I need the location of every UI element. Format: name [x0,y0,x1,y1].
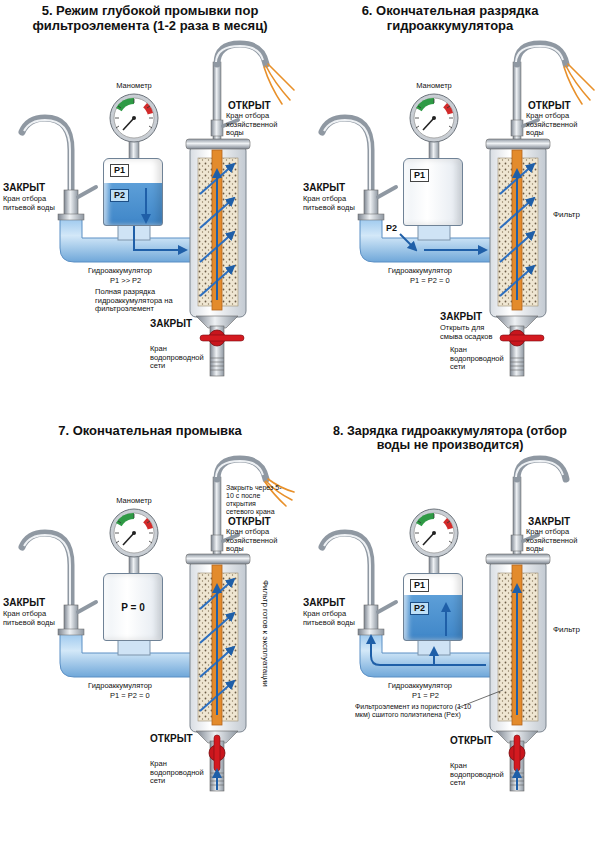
accumulator-body: P1P2 [403,573,463,641]
flow-arrow [516,585,518,715]
state-label: ОТКРЫТ [228,516,288,528]
note-label: Открыть для смыва осадков [440,324,502,341]
flow-arrow [371,636,486,665]
state-label: ОТКРЫТ [450,735,506,747]
tap-label: Кран водопроводной сети [150,345,206,371]
pressure-text: P1 [110,164,129,177]
flow-arrow [433,648,435,665]
flow-arrow [424,249,486,251]
state-label: ЗАКРЫТ [440,311,500,323]
state-label: ЗАКРЫТ [150,318,206,330]
water-stream [564,67,582,104]
water-stream [264,67,282,104]
state-label: ЗАКРЫТ [3,597,63,609]
state-label: ОТКРЫТ [528,100,588,112]
flow-arrows [200,579,234,711]
pressure-label: P1 = P2 = 0 [110,692,170,701]
flow-arrows [200,164,234,296]
accumulator-body: P1P2 [103,158,163,226]
filter-assembly [22,44,266,376]
part-label: Гидроаккумулятор [388,682,478,691]
tap-label: Кран водопроводной сети [450,762,506,788]
pressure-text: P1 [410,169,429,182]
tap-label: Кран отбора питьевой воды [3,195,65,212]
valve-lever [200,335,244,341]
accumulator-body: P1 [403,158,463,226]
flow-arrows [500,164,534,296]
state-label: ЗАКРЫТ [303,597,363,609]
part-label: Фильтр [553,210,593,219]
valve-lever [500,335,544,341]
panel-title: 7. Окончательная промывка [25,424,275,439]
note-label: Фильтроэлемент из пористого (1-10 мкм) с… [355,703,475,719]
pressure-text: P2 [410,602,429,615]
valve-lever [514,735,520,771]
state-label: ЗАКРЫТ [303,182,363,194]
flow-arrow [216,585,218,715]
tap-label: Кран отбора хозяйственной воды [226,112,294,138]
gauge-label: Манометр [408,82,460,91]
accumulator-body: P = 0 [103,573,163,641]
filter-assembly [322,44,566,376]
part-label: Фильтр [553,625,593,634]
flow-arrow [134,226,186,250]
tap-label: Кран отбора хозяйственной воды [526,528,594,554]
water-stream [264,64,594,506]
water-stream [268,64,294,90]
pressure-label: P1 = P2 [412,692,472,701]
pressure-text: P2 [110,189,129,202]
water-stream [568,64,594,90]
part-label: Гидроаккумулятор [88,267,178,276]
panel-title: 5. Режим глубокой промывки пор фильтроэл… [25,4,275,34]
gauge-label: Манометр [108,82,160,91]
note-label: Полная разрядка гидроаккумулятора на фил… [95,288,195,314]
pressure-label: P1 = P2 = 0 [410,277,470,286]
note-label: Закрыть через 5-10 с после открытия сете… [226,484,284,516]
state-label: ОТКРЫТ [150,733,206,745]
flow-arrow [516,770,518,790]
pressure-text: P1 [410,579,429,592]
state-label: ЗАКРЫТ [528,516,588,528]
tap-label: Кран отбора питьевой воды [3,610,65,627]
flow-arrow [516,170,518,300]
part-label: Гидроаккумулятор [88,682,178,691]
pressure-label: P2 [386,223,402,233]
pressure-text: P = 0 [104,602,162,614]
tap-label: Кран водопроводной сети [450,346,506,372]
state-label: ОТКРЫТ [228,100,288,112]
tap-label: Кран отбора хозяйственной воды [526,112,594,138]
tap-label: Кран отбора хозяйственной воды [226,528,294,554]
flow-arrow [145,188,147,222]
flow-arrow [445,604,447,636]
gauge-label: Манометр [108,497,160,506]
flow-arrow [134,170,517,790]
flow-arrow [216,170,218,300]
state-label: ЗАКРЫТ [3,182,63,194]
tap-label: Кран отбора питьевой воды [303,610,365,627]
flow-arrow [400,234,416,250]
tap-label: Кран водопроводной сети [150,760,206,786]
valve-lever [214,735,220,771]
filter-assembly [322,459,566,791]
pressure-label: P1 >> P2 [110,277,170,286]
part-label: Гидроаккумулятор [388,267,478,276]
tap-label: Кран отбора питьевой воды [303,195,365,212]
flow-arrow [216,770,218,790]
panel-title: 8. Зарядка гидроаккумулятора (отбор воды… [325,424,575,453]
panel-title: 6. Окончательная разрядка гидроаккумулят… [325,4,575,34]
note-label: Фильтр готов к эксплуатации [261,580,270,710]
